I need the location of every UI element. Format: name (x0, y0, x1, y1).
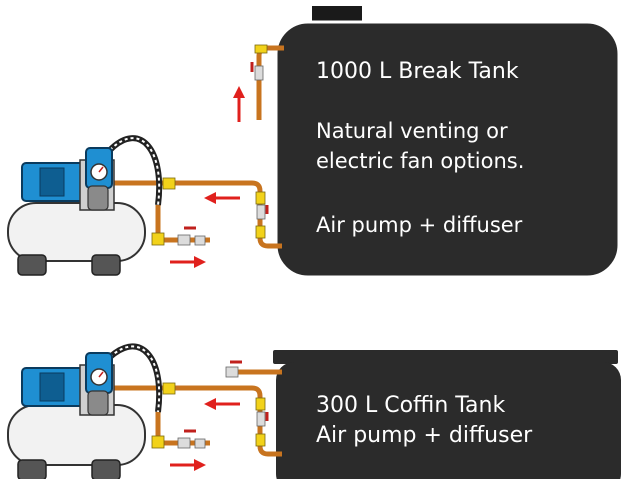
top-pressure-vessel (7, 202, 146, 276)
bottom-system: 300 L Coffin Tank Air pump + diffuser (7, 343, 621, 479)
break-tank-note-1: Natural venting or (316, 119, 508, 143)
top-flex-hose (107, 135, 163, 206)
break-tank-body (274, 20, 621, 279)
bottom-outlet-pipe (151, 412, 210, 449)
bottom-pressure-vessel (7, 404, 146, 479)
break-tank-note-3: Air pump + diffuser (316, 213, 523, 237)
top-pump (21, 147, 115, 211)
flow-arrow-left-bottom (204, 398, 240, 410)
bottom-inlet-pipe (225, 360, 282, 378)
break-tank-title: 1000 L Break Tank (316, 59, 519, 84)
top-outlet-pipe (151, 205, 210, 246)
bottom-flex-hose (107, 343, 163, 413)
flow-arrow-right-top (170, 256, 206, 268)
coffin-tank-title: 300 L Coffin Tank (316, 393, 505, 418)
coffin-tank: 300 L Coffin Tank Air pump + diffuser (271, 348, 621, 479)
flow-arrow-up (233, 86, 245, 122)
bottom-return-pipe (112, 382, 282, 457)
flow-arrow-left-top (204, 192, 240, 204)
top-return-pipe (112, 177, 282, 249)
bottom-pump (21, 352, 115, 416)
coffin-tank-note-1: Air pump + diffuser (316, 423, 533, 448)
top-system: 1000 L Break Tank Natural venting or ele… (7, 6, 621, 279)
top-vent-pipe (250, 44, 284, 120)
break-tank: 1000 L Break Tank Natural venting or ele… (274, 6, 621, 279)
break-tank-note-2: electric fan options. (316, 149, 524, 173)
coffin-tank-body (276, 362, 621, 479)
flow-arrow-right-bottom (170, 459, 206, 471)
